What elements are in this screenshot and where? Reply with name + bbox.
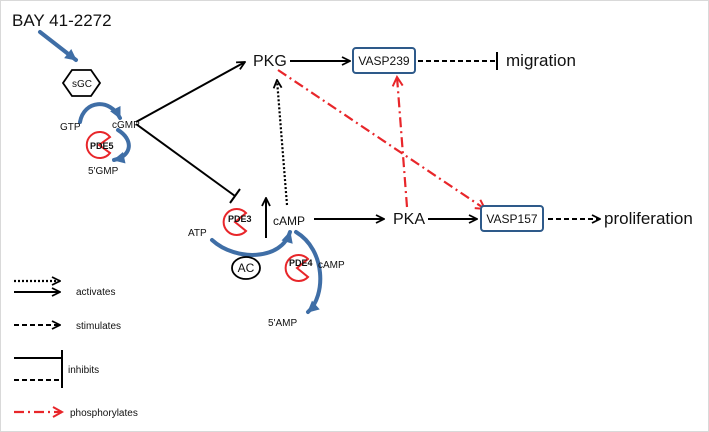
sgc-hexagon <box>61 69 102 97</box>
atp-to-camp-curve <box>210 230 293 257</box>
pde3-enzyme-icon <box>222 208 248 236</box>
legend-inhibits-label: inhibits <box>68 365 99 376</box>
legend-phosphorylates-label: phosphorylates <box>70 408 138 419</box>
atp-label: ATP <box>188 228 207 239</box>
cgmp-to-pkg-arrow <box>135 62 245 123</box>
ac-enzyme <box>231 256 261 280</box>
vasp239-box <box>352 47 416 74</box>
legend-stimulates-label: stimulates <box>76 321 121 332</box>
pde5-label: PDE5 <box>90 141 114 151</box>
vasp157-box <box>480 205 544 232</box>
pde4-enzyme-icon <box>284 254 310 282</box>
camp-to-5amp-curve <box>294 230 323 314</box>
cgmp-inhibits-pde3-line <box>135 123 236 197</box>
migration-label: migration <box>506 51 576 70</box>
legend-activates-label: activates <box>76 287 115 298</box>
pka-phosphorylates-vasp239-arrow <box>397 77 409 208</box>
gmp-label: 5'GMP <box>88 166 119 177</box>
pkg-phosphorylates-vasp157-arrow <box>277 69 485 209</box>
cgmp-to-5gmp-curve <box>112 128 131 164</box>
sgc-label: sGC <box>72 79 92 90</box>
cgmp-label: cGMP <box>112 120 140 131</box>
gtp-to-cgmp-curve <box>78 102 122 124</box>
pde5-enzyme-icon <box>85 131 112 159</box>
proliferation-label: proliferation <box>604 209 693 228</box>
pka-node: PKA <box>393 211 425 228</box>
stimulus-label: BAY 41-2272 <box>12 11 112 30</box>
camp-node: cAMP <box>273 214 305 228</box>
pkg-node: PKG <box>253 53 287 70</box>
stimulus-arrow <box>38 30 78 62</box>
ac-label: AC <box>238 261 255 275</box>
vasp157-label: VASP157 <box>486 212 537 226</box>
gtp-label: GTP <box>60 122 81 133</box>
amp-label: 5'AMP <box>268 318 297 329</box>
camp-activates-pkg-arrow <box>277 80 289 206</box>
vasp239-label: VASP239 <box>358 54 409 68</box>
pde4-label: PDE4 <box>289 258 313 268</box>
camp2-label: cAMP <box>318 260 345 271</box>
pde3-label: PDE3 <box>228 214 252 224</box>
cgmp-inhibits-pde3-bar <box>229 188 241 204</box>
